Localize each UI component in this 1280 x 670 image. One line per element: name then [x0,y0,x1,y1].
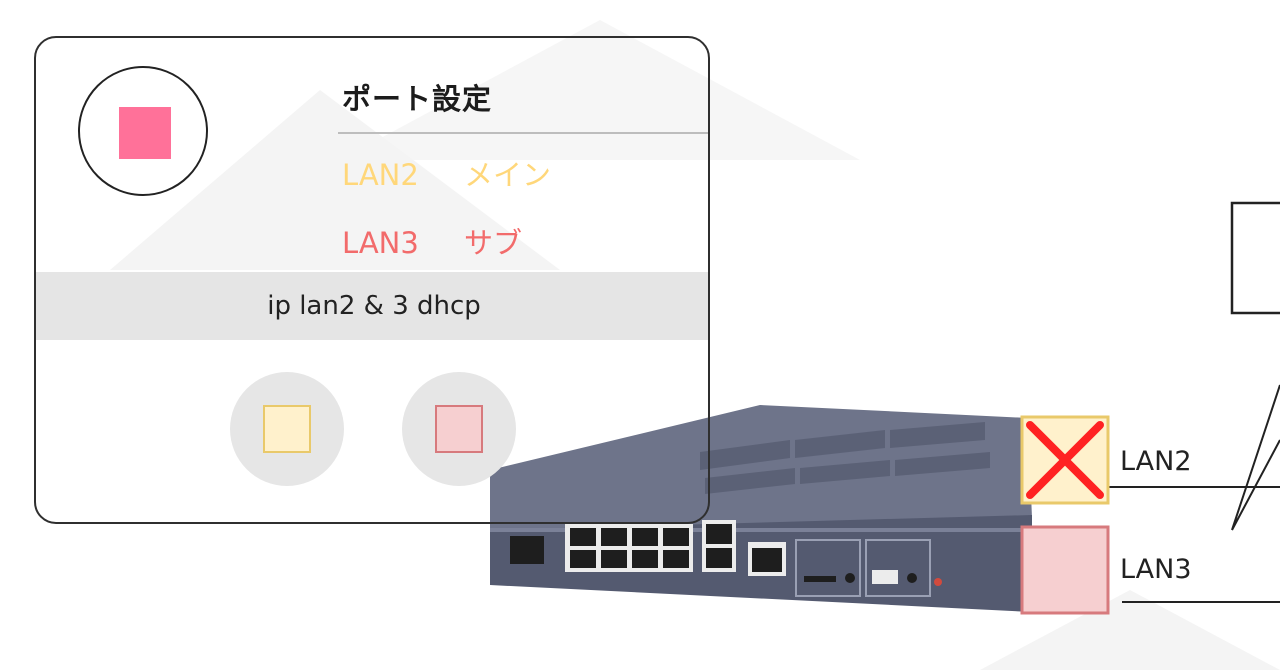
lan3-label: LAN3 [1120,554,1192,585]
port-name: LAN3 [342,226,419,260]
lan2-label: LAN2 [1120,446,1192,477]
port-settings-card: ポート設定 LAN2 メイン LAN3 サブ ip lan2 & 3 dhcp [34,36,710,524]
command-text: ip lan2 & 3 dhcp [36,272,708,340]
port-role: サブ [464,226,523,260]
port-row-main: LAN2 メイン [342,152,551,194]
lan2-status-box [1020,415,1110,505]
lan3-square-icon [435,405,483,453]
port-role: メイン [464,158,552,192]
lan2-square-icon [263,405,311,453]
lan3-status-box [1020,525,1110,615]
port-name: LAN2 [342,158,419,192]
title-divider [338,132,708,134]
lan2-toggle-button[interactable] [230,372,344,486]
port-row-sub: LAN3 サブ [342,220,522,262]
status-indicator [78,66,208,196]
lan3-toggle-button[interactable] [402,372,516,486]
router-device [490,405,1032,612]
card-title: ポート設定 [342,82,493,116]
status-square-icon [119,107,171,159]
